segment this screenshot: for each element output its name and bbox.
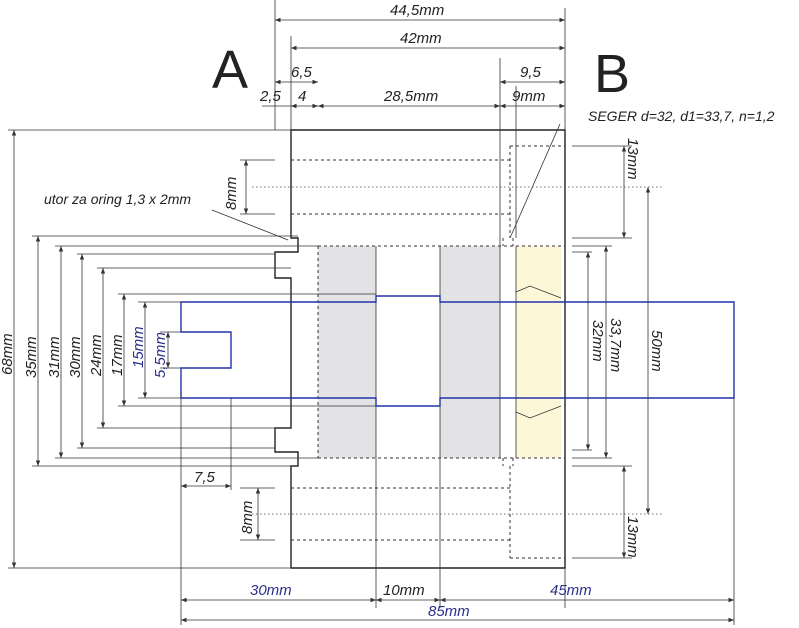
dim-4: 4 bbox=[298, 88, 306, 105]
dim-68: 68mm bbox=[0, 333, 16, 375]
dim-17: 17mm bbox=[109, 334, 126, 376]
section-a-label: A bbox=[212, 40, 248, 100]
shaft-outline bbox=[180, 295, 735, 407]
dim-44-5: 44,5mm bbox=[390, 2, 444, 19]
dim-10-bottom: 10mm bbox=[383, 582, 425, 599]
dim-5-5: 5,5mm bbox=[152, 332, 169, 378]
dim-45-bottom: 45mm bbox=[550, 582, 592, 599]
bolt-hole-top bbox=[291, 145, 565, 238]
dim-2-5: 2,5 bbox=[259, 88, 282, 105]
section-b-label: B bbox=[594, 44, 630, 104]
dim-30: 30mm bbox=[67, 336, 84, 378]
dim-24: 24mm bbox=[88, 334, 105, 377]
dim-85-bottom: 85mm bbox=[428, 603, 470, 620]
oring-note: utor za oring 1,3 x 2mm bbox=[44, 191, 191, 207]
seger-groove bbox=[502, 238, 514, 466]
dim-9: 9mm bbox=[512, 88, 545, 105]
dim-13-top: 13mm bbox=[624, 138, 641, 180]
dim-42: 42mm bbox=[400, 30, 442, 47]
dim-8-bottom: 8mm bbox=[239, 501, 256, 534]
dim-33-7: 33,7mm bbox=[607, 318, 624, 372]
bore-outline bbox=[317, 245, 565, 459]
dim-6-5: 6,5 bbox=[291, 64, 313, 81]
bearing-left bbox=[318, 246, 376, 458]
dim-9-5: 9,5 bbox=[520, 64, 542, 81]
dim-13-bottom: 13mm bbox=[624, 516, 641, 558]
seger-note: SEGER d=32, d1=33,7, n=1,2 bbox=[588, 108, 775, 124]
dim-35: 35mm bbox=[23, 336, 40, 378]
dim-15: 15mm bbox=[130, 326, 147, 368]
dim-32: 32mm bbox=[589, 320, 606, 362]
dim-50: 50mm bbox=[648, 330, 665, 372]
dim-8-top: 8mm bbox=[223, 177, 240, 210]
seal-ring bbox=[516, 246, 561, 458]
dim-7-5: 7,5 bbox=[194, 469, 216, 486]
bolt-hole-bottom bbox=[291, 466, 565, 559]
bearing-right bbox=[440, 246, 500, 458]
dim-30-bottom: 30mm bbox=[250, 582, 292, 599]
dim-31: 31mm bbox=[46, 336, 63, 378]
dim-28-5: 28,5mm bbox=[383, 88, 438, 105]
